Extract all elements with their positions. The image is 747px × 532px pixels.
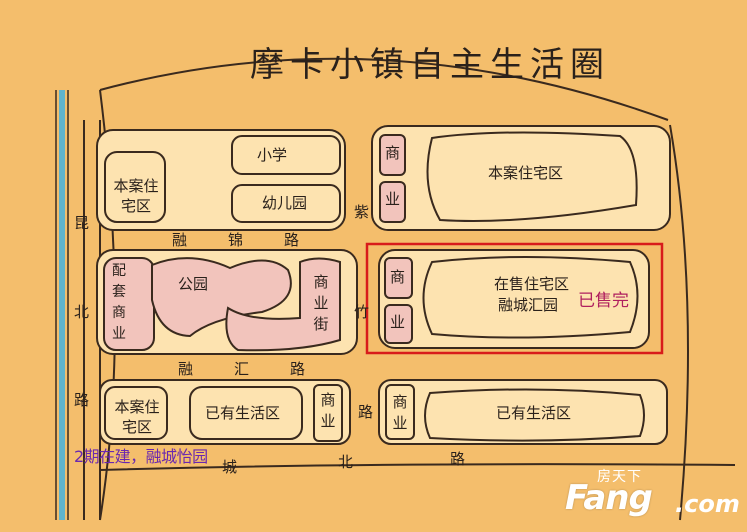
watermark-brand-main: Fang [565, 478, 653, 518]
road-label-kunbei-3: 路 [74, 391, 90, 409]
kindergarten-label: 幼儿园 [262, 194, 308, 212]
park-shape [151, 257, 292, 338]
shang-mid-label: 商 [390, 268, 406, 286]
watermark-brand-suffix: .com [675, 490, 740, 518]
road-label-zizhu-1: 紫 [354, 203, 370, 221]
residential-nw-label: 本案住宅区 [113, 177, 159, 215]
road-label-chengbei-3: 北 [338, 453, 354, 471]
road-label-ronghui-1: 融 [178, 360, 194, 378]
road-label-chengbei-2: 城 [222, 458, 238, 476]
onsale-label: 在售住宅区 [494, 275, 570, 293]
road-label-zizhu-2: 竹 [354, 303, 370, 321]
road-label-kunbei-1: 昆 [74, 214, 90, 232]
existing-sw-label: 已有生活区 [205, 404, 281, 422]
outer-arc-right [669, 124, 689, 521]
watermark-brand-small: 房天下 [597, 469, 642, 485]
commercial-street-label: 商业街 [313, 273, 329, 333]
road-label-rongjin-1: 融 [172, 231, 188, 249]
road-label-rongjin-2: 锦 [228, 231, 244, 249]
road-label-ronghui-3: 路 [290, 360, 306, 378]
school-label: 小学 [257, 146, 288, 164]
map-title: 摩卡小镇自主生活圈 [250, 45, 610, 85]
road-label-chengbei-4: 路 [450, 450, 466, 468]
onsale-name-label: 融城汇园 [498, 296, 559, 314]
sold-out-annotation: 已售完 [578, 291, 629, 311]
shang-ne-label: 商 [385, 144, 401, 162]
ye-mid-label: 业 [390, 313, 406, 331]
road-label-chengbei-1: 路 [358, 403, 374, 421]
commerce-se-label: 商业 [392, 393, 408, 432]
onsale-highlight-frame [365, 242, 664, 355]
road-label-ronghui-2: 汇 [234, 360, 250, 378]
existing-se-label: 已有生活区 [496, 404, 572, 422]
residential-ne-label: 本案住宅区 [488, 164, 564, 182]
ye-ne-label: 业 [385, 190, 401, 208]
residential-sw-label: 本案住宅区 [114, 398, 160, 436]
phase2-annotation: 2期在建，融城怡园 [74, 447, 208, 466]
road-label-rongjin-3: 路 [284, 231, 300, 249]
supporting-commerce-label: 配套商业 [112, 263, 126, 342]
outer-arc-top [99, 57, 669, 121]
road-label-kunbei-2: 北 [74, 303, 90, 321]
park-label: 公园 [178, 275, 209, 293]
commerce-sw-label: 商业 [320, 391, 336, 430]
